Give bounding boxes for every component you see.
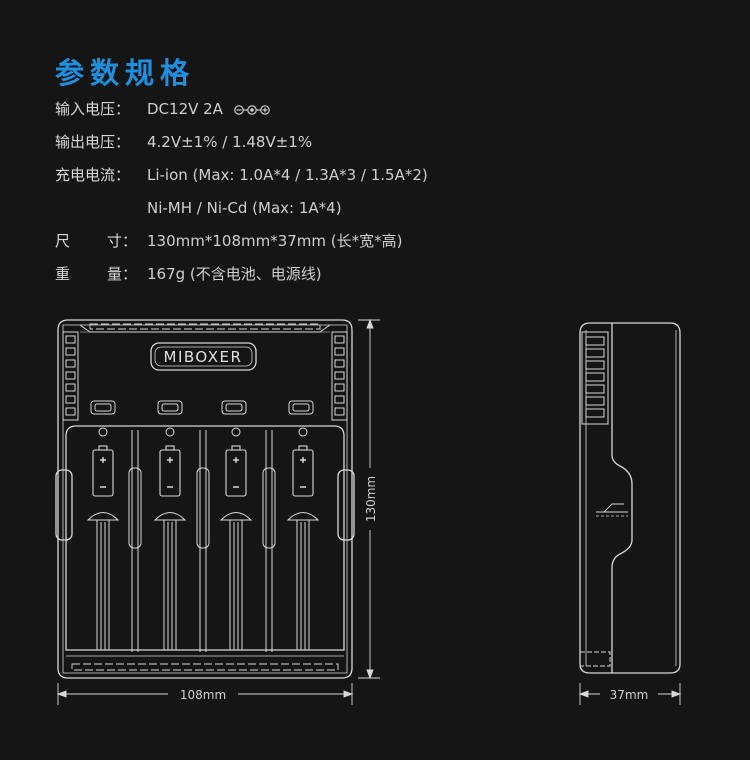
spec-label: 输入电压： <box>55 100 131 118</box>
depth-dimension-label: 37mm <box>610 688 649 702</box>
left-vents <box>62 331 79 421</box>
spec-row-input: 输入电压： DC12V 2A <box>55 97 270 121</box>
spec-row-output: 输出电压： 4.2V±1% / 1.48V±1% <box>55 130 312 154</box>
spec-label: 输出电压： <box>55 133 131 151</box>
dimension-lines <box>56 318 682 705</box>
spec-row-size: 尺寸： 130mm*108mm*37mm (长*宽*高) <box>55 229 403 253</box>
dc-polarity-icon <box>233 104 270 115</box>
spec-label: 尺寸： <box>55 232 138 250</box>
spec-value: 4.2V±1% / 1.48V±1% <box>147 133 313 151</box>
side-vents <box>579 331 611 667</box>
spec-row-current-nimh: Ni-MH / Ni-Cd (Max: 1A*4) <box>55 196 342 220</box>
spec-value: DC12V 2A <box>147 100 223 118</box>
width-dimension-label: 108mm <box>180 688 226 702</box>
battery-icons <box>92 445 314 497</box>
spec-value: 130mm*108mm*37mm (长*宽*高) <box>147 232 403 250</box>
spec-value: Ni-MH / Ni-Cd (Max: 1A*4) <box>147 199 342 217</box>
spec-row-weight: 重量： 167g (不含电池、电源线) <box>55 262 322 286</box>
spec-value: Li-ion (Max: 1.0A*4 / 1.3A*3 / 1.5A*2) <box>147 166 428 184</box>
brand-plate <box>150 342 257 371</box>
battery-polarity-marks <box>100 457 306 488</box>
height-dimension-label: 130mm <box>364 476 378 522</box>
front-view-outline <box>57 319 353 679</box>
negative-sliders <box>86 512 320 651</box>
top-vents <box>89 323 321 330</box>
bottom-vents <box>66 655 344 671</box>
brand-logo-text: MIBOXER <box>164 348 243 366</box>
led-indicators <box>90 400 314 415</box>
slot-cavity <box>55 425 355 651</box>
slot-dividers <box>128 430 276 652</box>
spec-row-current: 充电电流： Li-ion (Max: 1.0A*4 / 1.3A*3 / 1.5A… <box>55 163 428 187</box>
right-vents <box>331 331 348 421</box>
positive-contacts <box>98 427 308 437</box>
spec-label: 重量： <box>55 265 138 283</box>
spec-value: 167g (不含电池、电源线) <box>147 265 322 283</box>
page-title: 参数规格 <box>55 56 196 90</box>
spec-label: 充电电流： <box>55 166 131 184</box>
side-view-outline <box>579 322 681 674</box>
